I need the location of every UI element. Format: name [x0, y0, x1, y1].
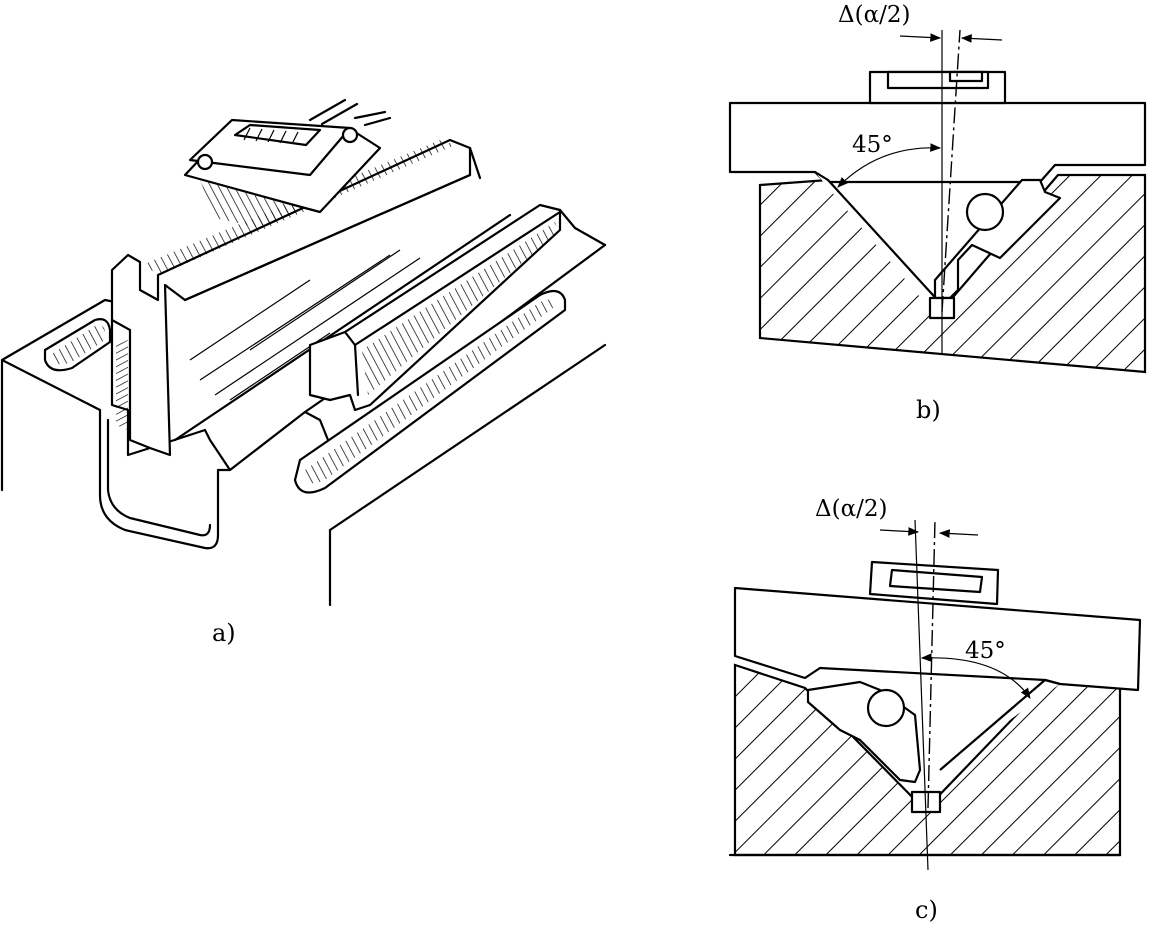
panel-c-delta-arrow-right: [938, 529, 979, 538]
level-window: [233, 123, 322, 147]
right-flat-rail-shade: [362, 222, 558, 395]
panel-a-caption: a): [212, 619, 236, 647]
panel-b-level-bubble: [948, 70, 984, 83]
left-prism-rail-inner-shade: [116, 340, 128, 430]
panel-c-caption: c): [915, 896, 938, 924]
panel-b-delta-arrow-right: [960, 34, 1003, 43]
back-edges: [468, 146, 607, 247]
panel-a-guideway-drawing: [0, 98, 607, 607]
left-top-recess-shade: [50, 325, 105, 365]
panel-c-carriage: [733, 586, 1142, 692]
panel-c-level-window: [888, 568, 984, 594]
right-top-recess-shade: [305, 299, 557, 484]
panel-c-delta-label: Δ(α/2): [815, 496, 887, 522]
panel-c-ball: [866, 688, 906, 728]
panel-b-ball: [965, 192, 1005, 232]
flat-surface-streaks: [189, 249, 421, 401]
panel-c-hatched-bed: [733, 663, 1122, 857]
panel-b-caption: b): [916, 396, 941, 424]
panel-c-section-drawing: [728, 519, 1142, 871]
panel-c-v-right-face: [939, 678, 1061, 771]
electronic-level: [183, 98, 392, 228]
left-prism-rail-face-shade: [142, 140, 455, 275]
level-window-ticks: [243, 127, 299, 145]
panel-b-delta-label: Δ(α/2): [838, 2, 910, 28]
panel-c-45-arc: [920, 653, 1031, 699]
panel-b-angle-label: 45°: [852, 132, 893, 158]
panel-b-carriage: [728, 101, 1147, 184]
level-cables: [308, 98, 392, 127]
level-knob-right: [341, 126, 359, 144]
left-groove-inner: [106, 418, 212, 537]
level-knob-left: [196, 153, 214, 171]
panel-b-delta-arrow-left: [899, 33, 942, 42]
level-base-shade: [200, 180, 300, 228]
panel-b-section-drawing: [728, 29, 1147, 374]
panel-c-angle-label: 45°: [965, 638, 1006, 664]
panel-c-delta-arrow-left: [879, 527, 920, 536]
base-block: [0, 243, 607, 607]
left-groove-section: [98, 408, 232, 550]
panel-b-tilted-axis: [941, 29, 961, 313]
right-flat-rail-top: [343, 210, 562, 397]
panel-b-45-arc: [837, 143, 942, 188]
